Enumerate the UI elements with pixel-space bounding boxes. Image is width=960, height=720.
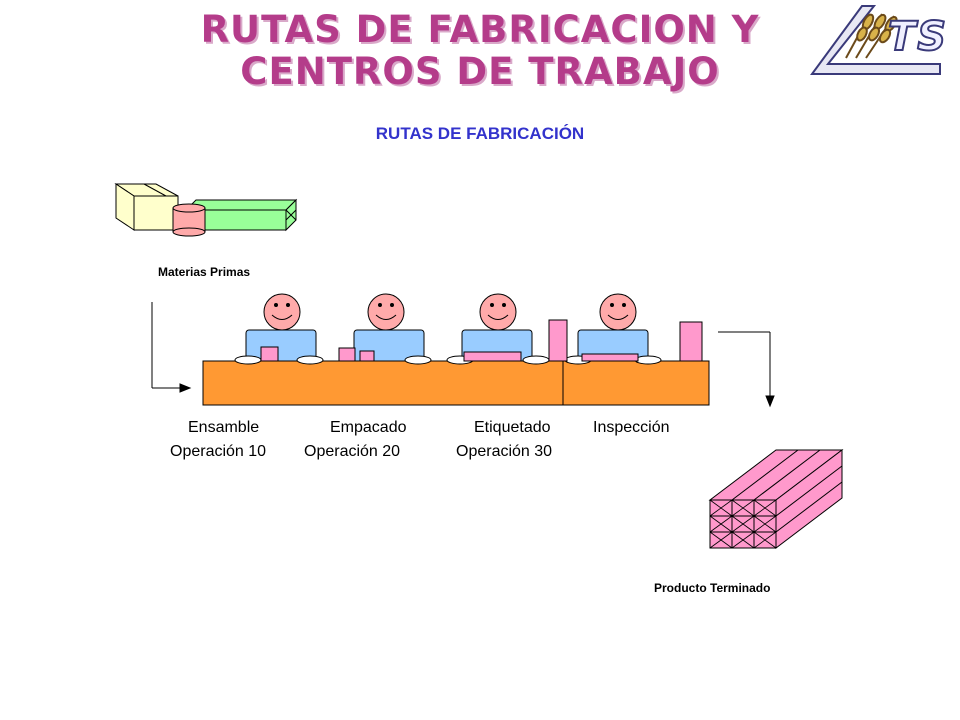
raw-materials-label: Materias Primas xyxy=(158,265,251,279)
raw-materials-group xyxy=(114,183,298,237)
station-operation-10: Operación 10 xyxy=(170,443,267,460)
logo-text: TS xyxy=(887,13,949,61)
station-operation-20: Operación 20 xyxy=(304,443,401,460)
bench-plates xyxy=(234,355,662,365)
worker-1 xyxy=(245,293,317,367)
finished-product-label: Producto Terminado xyxy=(654,581,771,595)
station-name-empacado: Empacado xyxy=(330,419,407,436)
output-arrow xyxy=(718,331,775,408)
station-name-inspeccion: Inspección xyxy=(593,419,670,436)
section-subtitle: RUTAS DE FABRICACIÓN xyxy=(375,124,585,143)
station-name-etiquetado: Etiquetado xyxy=(474,419,551,436)
station-operation-30: Operación 30 xyxy=(456,443,553,460)
workbench xyxy=(202,360,710,406)
finished-product-block xyxy=(708,448,844,550)
page-title-line-1: RUTAS DE FABRICACION Y xyxy=(200,8,760,51)
input-arrow xyxy=(151,302,192,393)
work-in-process-items xyxy=(260,319,703,362)
page-title-line-2: CENTROS DE TRABAJO xyxy=(240,50,720,93)
station-name-ensamble: Ensamble xyxy=(188,419,260,436)
